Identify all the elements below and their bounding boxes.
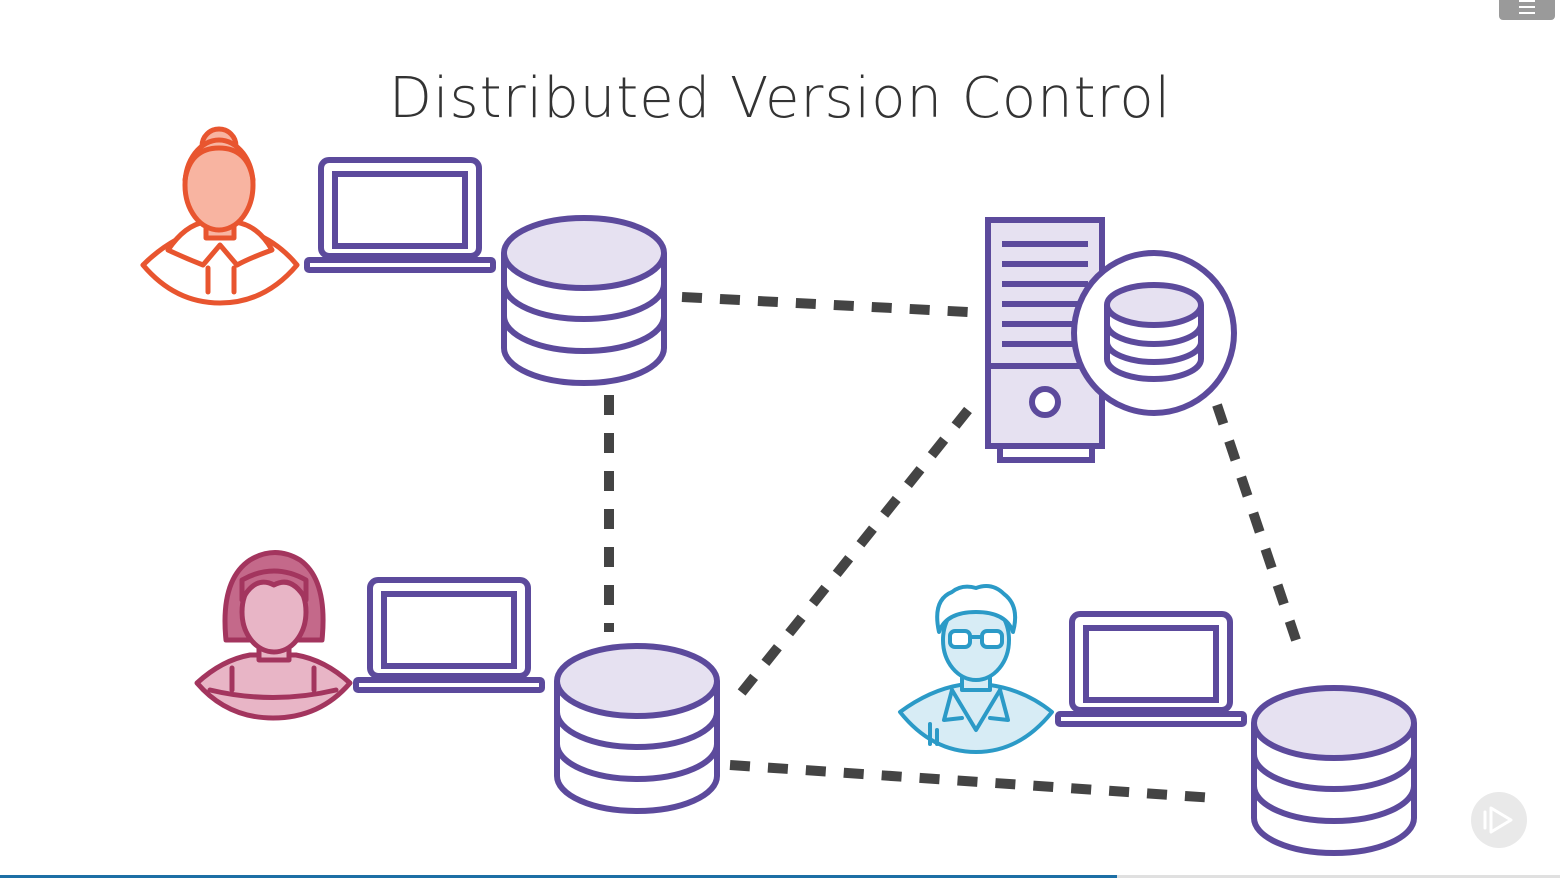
developer-woman-bob-icon [194,550,353,721]
connections [604,292,1302,803]
slide-title: Distributed Version Control [388,66,1172,131]
link-server-db3 [1212,403,1302,645]
database-icon [1251,685,1417,856]
laptop-icon [1055,611,1247,727]
database-icon [554,643,720,814]
server-icon [985,217,1237,463]
developer-man-glasses-icon [898,584,1054,754]
hamburger-menu-icon[interactable] [1499,0,1555,20]
link-db2-db3 [729,760,1216,803]
link-db1-server [681,292,969,317]
video-progress-bar[interactable] [0,875,1560,878]
play-logo-icon[interactable] [1471,792,1527,848]
video-progress-fill [0,875,1117,878]
link-server-db2 [734,406,972,701]
laptop-icon [353,577,545,693]
database-icon [501,215,667,386]
developer-woman-bun-icon [140,126,300,306]
laptop-icon [304,157,496,273]
